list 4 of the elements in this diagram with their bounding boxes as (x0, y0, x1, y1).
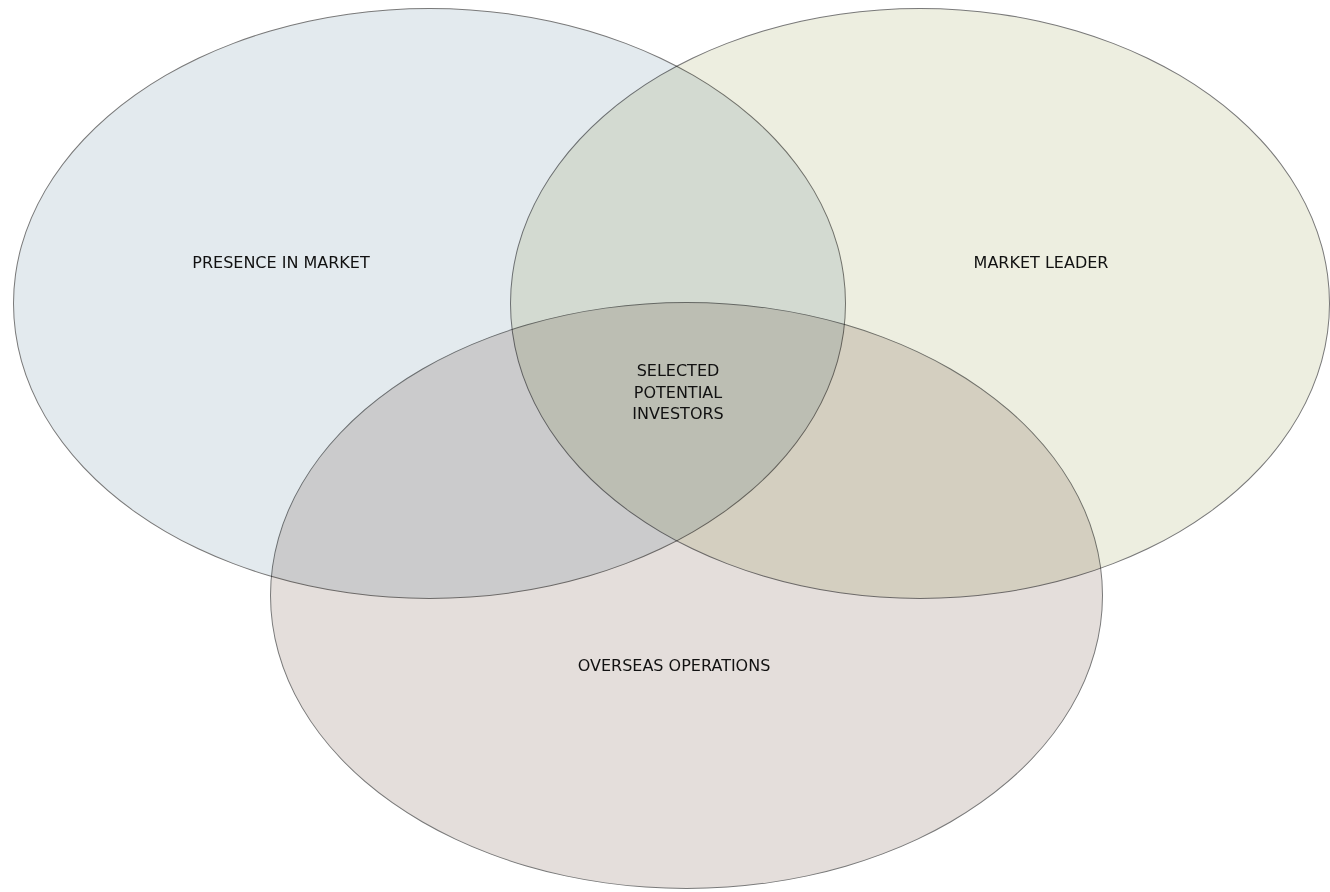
intersection-label: SELECTED POTENTIAL INVESTORS (631, 359, 725, 425)
set-label: PRESENCE IN MARKET (192, 252, 370, 272)
set-label: OVERSEAS OPERATIONS (577, 655, 771, 675)
set-label: MARKET LEADER (973, 252, 1109, 272)
